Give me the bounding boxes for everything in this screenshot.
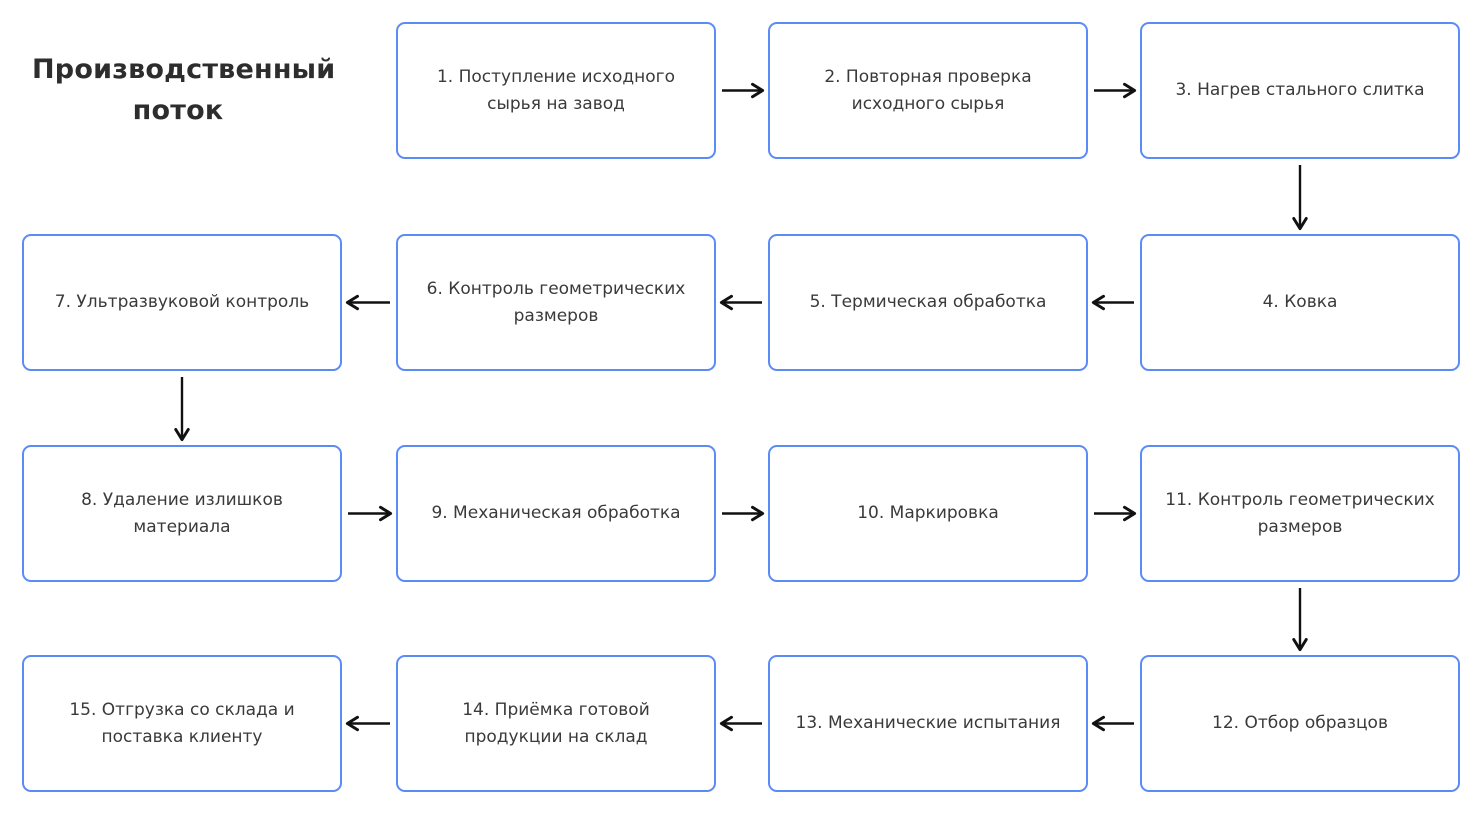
flow-node-label: 12. Отбор образцов: [1212, 713, 1388, 734]
flow-node-4: 4. Ковка: [1140, 234, 1460, 371]
flow-node-label: 11. Контроль геометрических размеров: [1165, 490, 1435, 537]
flow-node-9: 9. Механическая обработка: [396, 445, 716, 582]
flow-node-label: 1. Поступление исходного сырья на завод: [436, 67, 676, 114]
flow-node-label: 14. Приёмка готовой продукции на склад: [462, 700, 650, 747]
flow-node-label: 10. Маркировка: [857, 503, 999, 524]
flow-node-label: 8. Удаление излишков материала: [81, 490, 283, 537]
flow-node-3: 3. Нагрев стального слитка: [1140, 22, 1460, 159]
flow-node-label: 5. Термическая обработка: [809, 292, 1047, 313]
flow-node-14: 14. Приёмка готовой продукции на склад: [396, 655, 716, 792]
flow-node-2: 2. Повторная проверка исходного сырья: [768, 22, 1088, 159]
flow-node-label: 4. Ковка: [1262, 292, 1338, 313]
flow-node-1: 1. Поступление исходного сырья на завод: [396, 22, 716, 159]
flow-node-8: 8. Удаление излишков материала: [22, 445, 342, 582]
flow-node-label: 2. Повторная проверка исходного сырья: [824, 67, 1032, 114]
flow-node-5: 5. Термическая обработка: [768, 234, 1088, 371]
flow-node-label: 3. Нагрев стального слитка: [1175, 80, 1425, 101]
diagram-title: Производственный поток: [32, 54, 336, 126]
flow-node-13: 13. Механические испытания: [768, 655, 1088, 792]
flow-node-label: 6. Контроль геометрических размеров: [426, 279, 686, 326]
flow-node-15: 15. Отгрузка со склада и поставка клиент…: [22, 655, 342, 792]
flow-node-11: 11. Контроль геометрических размеров: [1140, 445, 1460, 582]
flow-node-10: 10. Маркировка: [768, 445, 1088, 582]
flow-node-7: 7. Ультразвуковой контроль: [22, 234, 342, 371]
flow-node-6: 6. Контроль геометрических размеров: [396, 234, 716, 371]
flow-node-label: 7. Ультразвуковой контроль: [54, 292, 310, 313]
flow-node-label: 15. Отгрузка со склада и поставка клиент…: [69, 700, 295, 747]
flow-node-label: 9. Механическая обработка: [431, 503, 681, 524]
flow-node-label: 13. Механические испытания: [795, 713, 1061, 734]
flow-node-12: 12. Отбор образцов: [1140, 655, 1460, 792]
